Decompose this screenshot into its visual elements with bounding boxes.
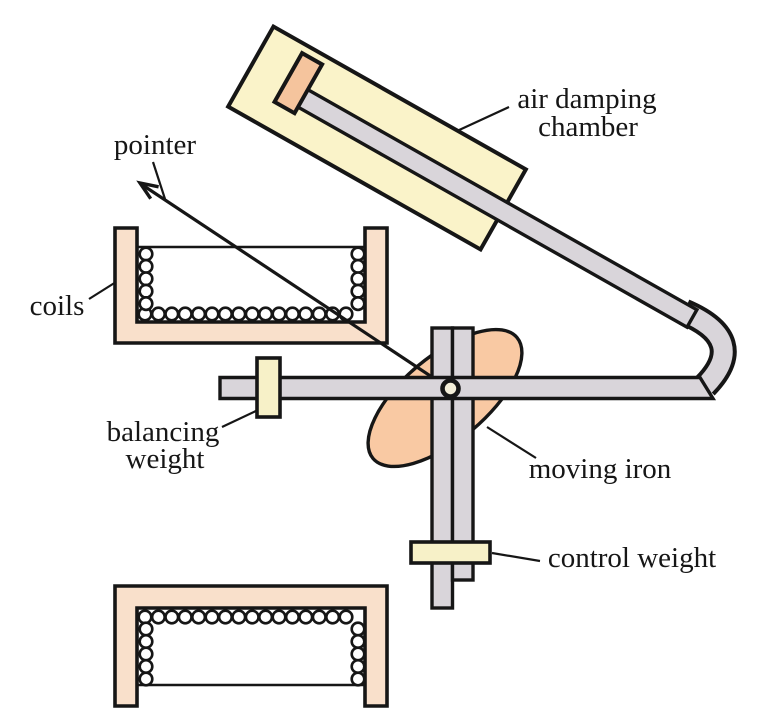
coil-winding-turn: [164, 306, 180, 322]
coil-winding-turn: [271, 306, 287, 322]
coil-winding-turn: [350, 246, 366, 262]
coil-winding-turn: [298, 609, 314, 625]
control-weight-label: control weight: [548, 542, 716, 574]
coil-winding-turn: [350, 671, 366, 687]
coil-winding-turn: [244, 306, 260, 322]
bottom-coil-frame: [113, 584, 389, 708]
coil-winding-turn: [150, 306, 166, 322]
coil-winding-turn: [350, 621, 366, 637]
coil-winding-turn: [258, 306, 274, 322]
top-coil: [113, 226, 389, 345]
coil-winding-turn: [177, 609, 193, 625]
coil-winding-turn: [138, 271, 154, 287]
coil-winding-turn: [138, 671, 154, 687]
coil-winding-turn: [231, 306, 247, 322]
coil-winding-turn: [191, 609, 207, 625]
coils-leader-line: [88, 281, 117, 300]
bottom-coil: [113, 584, 389, 708]
coil-winding-turn: [138, 646, 154, 662]
coil-winding-turn: [311, 306, 327, 322]
coil-winding-turn: [217, 609, 233, 625]
coil-winding-turn: [350, 296, 366, 312]
coil-winding-turn: [138, 296, 154, 312]
coil-winding-turn: [138, 633, 154, 650]
coil-winding-turn: [338, 609, 354, 625]
coil-winding-turn: [350, 271, 366, 287]
coil-winding-turn: [217, 306, 233, 322]
control-weight-leader-line: [491, 551, 541, 563]
coil-winding-turn: [350, 646, 366, 662]
coil-winding-turn: [350, 258, 366, 275]
moving-iron-leader-line: [486, 426, 537, 459]
coil-winding-turn: [350, 283, 366, 299]
air-damping-chamber-group: [225, 23, 700, 330]
pointer-shaft: [140, 182, 451, 391]
coil-winding-turn: [138, 658, 154, 675]
coil-winding-turn: [138, 246, 154, 262]
coil-winding-turn: [138, 283, 154, 299]
pointer-leader-line: [151, 161, 167, 200]
balancing-weight-label-line1: balancing: [107, 416, 220, 448]
bottom-coil-windings: [137, 609, 366, 687]
balancing-weight-leader-line: [221, 409, 259, 428]
coil-winding-turn: [164, 609, 180, 625]
rod-bend-fill: [680, 303, 733, 393]
coil-winding-turn: [271, 609, 287, 625]
coil-winding-turn: [204, 609, 220, 625]
coil-winding-turn: [298, 306, 314, 322]
control-weight: [409, 540, 492, 565]
leader-lines: [88, 106, 541, 563]
coil-winding-turn: [204, 306, 220, 322]
coil-winding-turn: [150, 609, 166, 625]
pointer: [136, 180, 451, 391]
labels: pointer coils air damping chamber balanc…: [30, 83, 717, 574]
balancing-weight-label-line2: weight: [126, 443, 205, 475]
top-coil-frame: [113, 226, 389, 345]
coil-winding-turn: [137, 609, 153, 625]
coil-winding-turn: [350, 633, 366, 650]
coil-winding-turn: [138, 621, 154, 637]
coil-winding-turn: [231, 609, 247, 625]
coils-label: coils: [30, 290, 85, 322]
air-damping-chamber-leader-line: [456, 106, 510, 132]
coil-winding-turn: [244, 609, 260, 625]
coil-winding-turn: [191, 306, 207, 322]
coil-winding-turn: [138, 258, 154, 275]
coil-winding-turn: [177, 306, 193, 322]
air-damping-chamber-label-line1: air damping: [517, 83, 656, 115]
pointer-arrowhead-icon: [136, 180, 159, 200]
moving-iron-label: moving iron: [529, 453, 672, 485]
coil-winding-turn: [311, 609, 327, 625]
coil-winding-turn: [350, 658, 366, 675]
vertical-spindle: [430, 326, 475, 610]
coil-winding-turn: [284, 609, 301, 625]
top-coil-windings: [137, 246, 366, 322]
pointer-label: pointer: [114, 129, 196, 161]
pivot: [440, 378, 461, 399]
coil-winding-turn: [284, 306, 301, 322]
vertical-bar-left: [430, 326, 455, 610]
coil-winding-turn: [258, 609, 274, 625]
piston: [271, 50, 325, 116]
coil-winding-turn: [325, 609, 341, 625]
rod-bend: [678, 299, 737, 396]
air-damping-chamber-label-line2: chamber: [538, 111, 638, 143]
horizontal-balance-bar: [218, 375, 717, 401]
balancing-weight: [255, 356, 282, 419]
